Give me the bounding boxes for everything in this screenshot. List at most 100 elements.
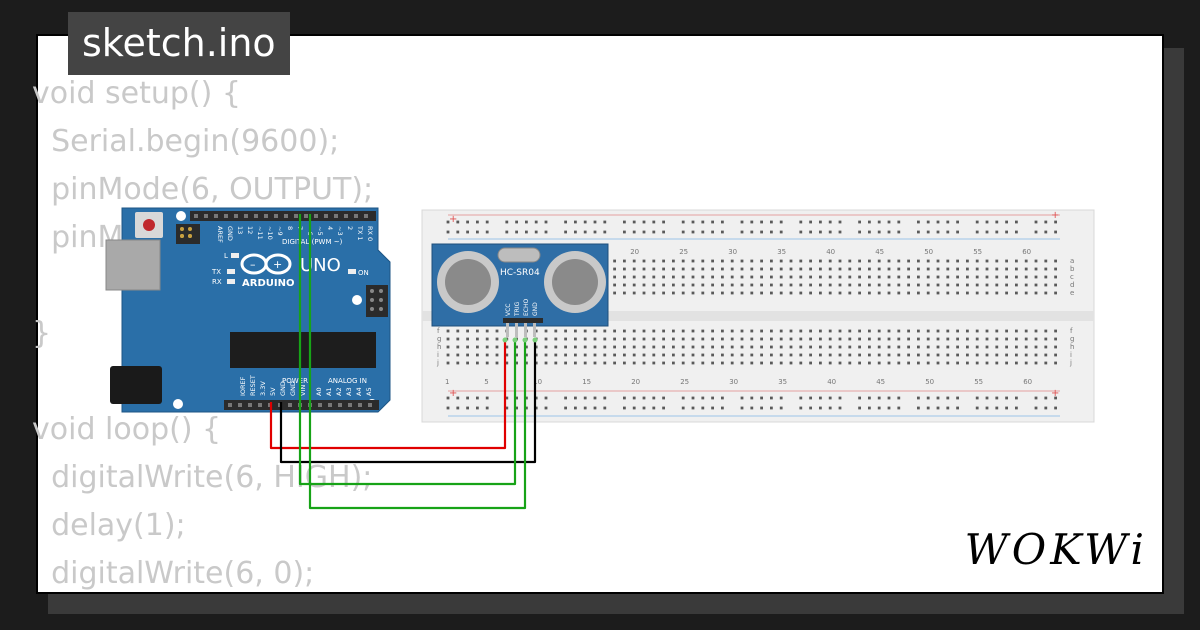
breadboard-hole	[672, 259, 675, 263]
pin-hole	[234, 214, 238, 218]
breadboard-hole	[564, 337, 567, 341]
breadboard-hole	[1015, 259, 1018, 263]
breadboard-hole	[583, 220, 587, 224]
breadboard-hole	[544, 345, 548, 349]
breadboard-hole	[838, 361, 842, 365]
wire-trig	[298, 214, 517, 486]
breadboard-hole	[574, 345, 577, 349]
breadboard-hole	[1024, 329, 1028, 333]
breadboard-hole	[642, 406, 646, 410]
breadboard-hole	[956, 353, 959, 357]
breadboard-hole	[691, 337, 695, 341]
breadboard-hole	[966, 329, 969, 333]
breadboard-hole	[897, 220, 901, 224]
breadboard-hole	[760, 220, 763, 224]
breadboard-hole	[701, 337, 705, 341]
breadboard-col-number: 55	[974, 378, 983, 386]
breadboard-hole	[652, 283, 656, 287]
breadboard-hole	[750, 406, 754, 410]
breadboard-hole	[1005, 329, 1008, 333]
breadboard-hole	[868, 259, 871, 263]
breadboard-hole	[446, 353, 450, 357]
breadboard-hole	[613, 291, 616, 295]
breadboard-hole	[770, 220, 773, 224]
breadboard-hole	[995, 220, 999, 224]
breadboard-hole	[623, 396, 626, 400]
breadboard-hole	[1015, 220, 1018, 224]
breadboard-hole	[770, 406, 773, 410]
pin-hole	[244, 214, 248, 218]
breadboard-hole	[632, 353, 636, 357]
breadboard-hole	[466, 406, 469, 410]
breadboard-hole	[593, 361, 597, 365]
breadboard-hole	[995, 345, 999, 349]
breadboard-hole	[623, 329, 626, 333]
breadboard-hole	[583, 230, 587, 234]
breadboard-hole	[456, 230, 460, 234]
breadboard-hole	[946, 275, 950, 279]
breadboard-hole	[613, 259, 616, 263]
breadboard-hole	[956, 337, 959, 341]
breadboard-hole	[515, 220, 518, 224]
breadboard-hole	[446, 361, 450, 365]
breadboard-hole	[505, 220, 509, 224]
breadboard-hole	[662, 220, 665, 224]
breadboard-hole	[995, 353, 999, 357]
transducer-left-mesh	[445, 259, 491, 305]
crystal	[497, 247, 541, 263]
breadboard-hole	[975, 230, 979, 234]
breadboard-hole	[574, 353, 577, 357]
breadboard-hole	[721, 283, 724, 287]
breadboard-hole	[985, 220, 989, 224]
breadboard-hole	[701, 396, 705, 400]
breadboard-hole	[799, 353, 803, 357]
breadboard-hole	[868, 361, 871, 365]
breadboard-col-number: 25	[679, 248, 688, 256]
breadboard-hole	[868, 396, 871, 400]
breadboard-hole	[632, 406, 636, 410]
breadboard-hole	[946, 353, 950, 357]
breadboard-hole	[652, 230, 656, 234]
breadboard-hole	[956, 291, 959, 295]
breadboard-hole	[917, 406, 920, 410]
breadboard-hole	[681, 345, 685, 349]
breadboard-hole	[936, 267, 940, 271]
breadboard-hole	[721, 337, 724, 341]
breadboard-hole	[819, 283, 822, 287]
breadboard-hole	[466, 329, 469, 333]
breadboard-hole	[740, 329, 744, 333]
transducer-right-mesh	[552, 259, 598, 305]
breadboard-col-number: 20	[631, 378, 640, 386]
breadboard-hole	[642, 396, 646, 400]
breadboard-hole	[554, 345, 558, 349]
breadboard-hole	[966, 275, 969, 279]
breadboard-hole	[907, 337, 910, 341]
breadboard-hole	[1044, 291, 1048, 295]
breadboard-hole	[544, 353, 548, 357]
arduino-pin-holes	[180, 214, 383, 407]
breadboard-hole	[819, 291, 822, 295]
breadboard-hole	[760, 283, 763, 287]
breadboard-hole	[681, 283, 685, 287]
breadboard-hole	[799, 291, 803, 295]
icsp2-pin	[370, 289, 374, 293]
breadboard-hole	[760, 259, 763, 263]
breadboard-hole	[907, 259, 910, 263]
file-tab[interactable]: sketch.ino	[68, 12, 290, 75]
breadboard-hole	[809, 329, 812, 333]
breadboard-hole	[985, 259, 989, 263]
breadboard-hole	[701, 406, 705, 410]
breadboard-hole	[1034, 353, 1038, 357]
breadboard-hole	[564, 353, 567, 357]
breadboard-hole	[456, 406, 460, 410]
breadboard-col-number: 45	[876, 378, 885, 386]
breadboard-hole	[574, 329, 577, 333]
breadboard-hole	[828, 283, 832, 287]
wire-vcc	[269, 340, 507, 450]
breadboard-hole	[662, 396, 665, 400]
breadboard-hole	[1024, 283, 1028, 287]
breadboard-hole	[1044, 406, 1048, 410]
breadboard-col-number: 35	[777, 248, 786, 256]
